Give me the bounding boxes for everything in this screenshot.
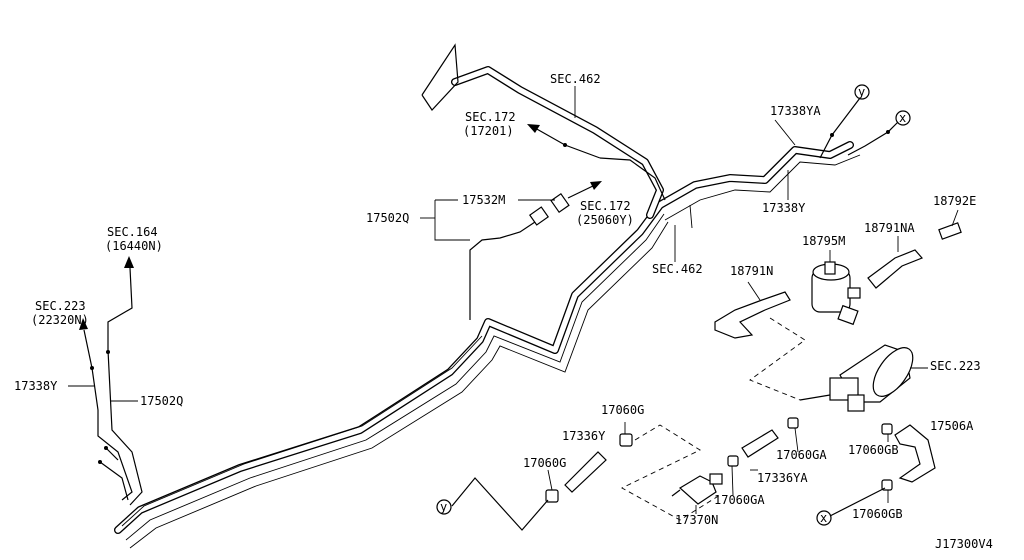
fitting-18792e bbox=[938, 209, 962, 240]
label-sec172-17201-ref: (17201) bbox=[463, 124, 514, 138]
label-17338y-left: 17338Y bbox=[14, 379, 58, 393]
label-17532m: 17532M bbox=[462, 193, 505, 207]
label-18792e: 18792E bbox=[933, 194, 976, 208]
label-18795m: 18795M bbox=[802, 234, 845, 248]
right-marker-lines bbox=[774, 97, 899, 200]
left-branch-lines bbox=[68, 256, 143, 506]
label-17060g-top: 17060G bbox=[601, 403, 644, 417]
hose-17336y bbox=[545, 422, 633, 503]
marker-x-label: x bbox=[899, 111, 906, 125]
marker-y-label: y bbox=[440, 500, 447, 514]
marker-x-top-right: x bbox=[895, 110, 911, 126]
label-sec223-right: SEC.223 bbox=[930, 359, 981, 373]
label-17060gb-low: 17060GB bbox=[852, 507, 903, 521]
upper-tube bbox=[421, 43, 666, 219]
diagram-code: J17300V4 bbox=[935, 537, 993, 551]
label-sec164: SEC.164 bbox=[107, 225, 158, 239]
hose-18791na bbox=[867, 249, 924, 289]
label-sec223-left: SEC.223 bbox=[35, 299, 86, 313]
fuel-filter-sec223 bbox=[799, 344, 928, 412]
label-18791na: 18791NA bbox=[864, 221, 915, 235]
label-17502q-left: 17502Q bbox=[140, 394, 183, 408]
label-sec223-left-ref: (22320N) bbox=[31, 313, 89, 327]
label-sec172-25060y-ref: (25060Y) bbox=[576, 213, 634, 227]
fitting-17532m-assembly bbox=[420, 181, 602, 320]
main-fuel-tube-bundle bbox=[114, 141, 861, 549]
hose-18791n bbox=[714, 281, 791, 339]
label-17338y-right: 17338Y bbox=[762, 201, 806, 215]
canister-18795m bbox=[811, 250, 861, 326]
label-17060gb-top: 17060GB bbox=[848, 443, 899, 457]
marker-y-top-right: y bbox=[854, 84, 870, 100]
dashed-outline-lower bbox=[621, 424, 721, 521]
label-17060ga-low: 17060GA bbox=[714, 493, 765, 507]
label-sec462-top: SEC.462 bbox=[550, 72, 601, 86]
label-sec172-25060y: SEC.172 bbox=[580, 199, 631, 213]
hose-17336ya bbox=[727, 417, 799, 496]
label-17336y: 17336Y bbox=[562, 429, 606, 443]
label-sec164-ref: (16440N) bbox=[105, 239, 163, 253]
line-to-y-lower bbox=[451, 477, 549, 531]
marker-x-label: x bbox=[820, 511, 827, 525]
marker-y-label: y bbox=[858, 85, 865, 99]
label-17506a: 17506A bbox=[930, 419, 974, 433]
label-17060g-left: 17060G bbox=[523, 456, 566, 470]
label-17338ya: 17338YA bbox=[770, 104, 821, 118]
label-sec172-17201: SEC.172 bbox=[465, 110, 516, 124]
line-to-sec172-17201 bbox=[527, 124, 601, 159]
check-valve-17370n bbox=[671, 473, 723, 514]
hose-17506a bbox=[829, 423, 936, 517]
label-sec462-mid: SEC.462 bbox=[652, 262, 703, 276]
marker-x-lower-right: x bbox=[816, 510, 832, 526]
dashed-outline-canister bbox=[749, 317, 806, 401]
label-17060ga-right: 17060GA bbox=[776, 448, 827, 462]
label-17336ya: 17336YA bbox=[757, 471, 808, 485]
label-17370n: 17370N bbox=[675, 513, 718, 527]
label-17502q-top: 17502Q bbox=[366, 211, 409, 225]
label-18791n: 18791N bbox=[730, 264, 773, 278]
marker-y-lower-left: y bbox=[436, 499, 452, 515]
